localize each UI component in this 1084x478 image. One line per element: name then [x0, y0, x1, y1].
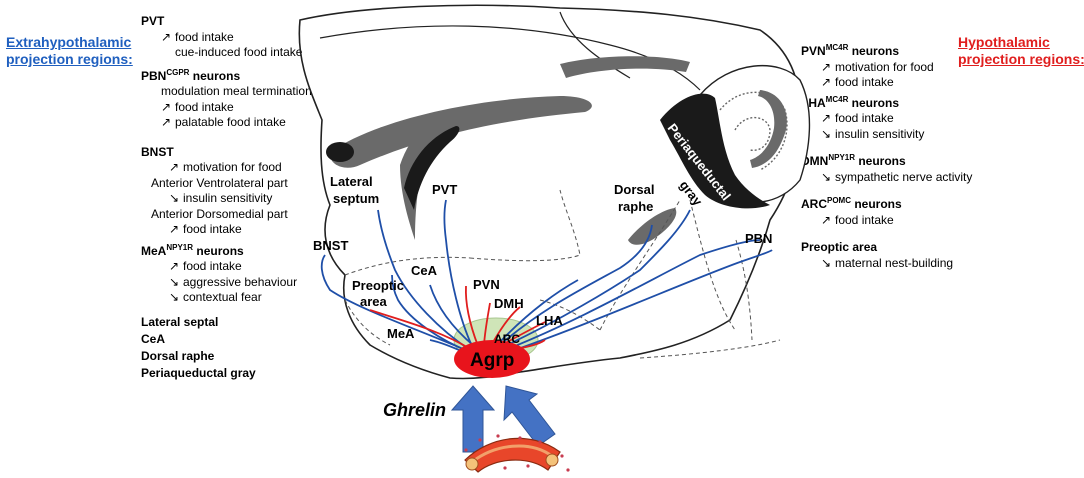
pbn-item-2: food intake — [175, 99, 234, 114]
extrahypothalamic-header-line1: Extrahypothalamic — [6, 34, 132, 50]
periaqueductal-band — [660, 93, 770, 209]
preoptic-title: Preoptic area — [801, 240, 878, 254]
pbn-label: PBN — [745, 231, 772, 246]
extrahypothalamic-header: Extrahypothalamic projection regions: — [6, 34, 133, 68]
agrp-label: Agrp — [470, 350, 514, 371]
bnst-label: BNST — [313, 238, 348, 253]
preoptic-block: Preoptic area ↘maternal nest-building — [801, 240, 972, 271]
increase-arrow-icon: ↗ — [169, 222, 180, 236]
ghrelin-particles — [464, 434, 570, 472]
red-blood-cell — [465, 457, 479, 471]
region-periaqueductal-gray: Periaqueductal gray — [141, 365, 256, 380]
red-blood-cell — [545, 453, 559, 467]
hypothalamic-header-line2: projection regions: — [958, 51, 1084, 67]
region-boundaries — [344, 189, 781, 359]
arc-block: ARCPOMC neurons ↗food intake — [801, 196, 902, 227]
pbn-item-1: modulation meal termination — [161, 84, 312, 98]
agrp-neuron-cluster — [454, 340, 530, 378]
pvt-title: PVT — [141, 14, 165, 28]
arc-label: ARC — [494, 332, 520, 346]
pbn-title: PBN — [141, 68, 167, 83]
dmn-block: DMNNPY1R neurons ↘sympathetic nerve acti… — [801, 153, 973, 184]
pvt-item-1: food intake — [175, 29, 234, 44]
pvn-block: PVNMC4R neurons ↗motivation for food ↗fo… — [801, 43, 934, 90]
increase-arrow-icon: ↗ — [821, 75, 832, 89]
pvt-item-2: cue-induced food intake — [175, 45, 303, 59]
lateral-septum-label-2: septum — [333, 191, 379, 206]
extrahypothalamic-header-line2: projection regions: — [6, 51, 133, 67]
preoptic-label-2: area — [360, 294, 388, 309]
hippocampus-band — [560, 56, 690, 78]
bnst-anterior-dorsomedial: Anterior Dorsomedial part — [151, 206, 288, 221]
decrease-arrow-icon: ↘ — [169, 274, 180, 289]
decrease-arrow-icon: ↘ — [169, 290, 180, 304]
increase-arrow-icon: ↗ — [161, 29, 172, 44]
decrease-arrow-icon: ↘ — [821, 126, 832, 141]
pvn-label: PVN — [473, 277, 500, 292]
lateral-septum-label-1: Lateral — [330, 174, 373, 189]
cerebellum-white-matter — [750, 90, 787, 168]
pvt-label: PVT — [432, 182, 457, 197]
pbn-item-3: palatable food intake — [175, 115, 286, 129]
hypothalamic-list: PVNMC4R neurons ↗motivation for food ↗fo… — [801, 44, 972, 271]
ghrelin-arrow-right-icon — [503, 385, 556, 447]
brain-outline — [298, 4, 801, 380]
bnst-anterior-ventrolateral: Anterior Ventrolateral part — [151, 175, 288, 190]
pbn-block: PBNCGPR neurons modulation meal terminat… — [141, 67, 312, 129]
lha-block: LHAMC4R neurons ↗food intake ↘insulin se… — [801, 94, 925, 141]
extrahypothalamic-list: PVT ↗food intake cue-induced food intake… — [141, 14, 312, 382]
dorsal-raphe-label-2: raphe — [618, 199, 653, 214]
cea-label: CeA — [411, 263, 438, 278]
decrease-arrow-icon: ↘ — [169, 191, 180, 205]
pvt-block: PVT ↗food intake cue-induced food intake — [141, 14, 312, 61]
bnst-title: BNST — [141, 144, 174, 159]
corpus-callosum — [329, 96, 592, 168]
dorsal-raphe-label-1: Dorsal — [614, 182, 654, 197]
increase-arrow-icon: ↗ — [821, 111, 832, 125]
increase-arrow-icon: ↗ — [161, 99, 172, 114]
decrease-arrow-icon: ↘ — [821, 255, 832, 270]
increase-arrow-icon: ↗ — [169, 160, 180, 174]
increase-arrow-icon: ↗ — [169, 259, 180, 273]
decrease-arrow-icon: ↘ — [821, 169, 832, 184]
cortex-fold — [559, 11, 631, 79]
dmn-title: DMN — [801, 154, 829, 168]
arc-title: ARC — [801, 197, 827, 211]
preoptic-label-1: Preoptic — [352, 278, 404, 293]
ghrelin-label: Ghrelin — [383, 400, 446, 420]
mea-label: MeA — [387, 326, 415, 341]
bnst-block: BNST ↗motivation for food Anterior Ventr… — [141, 145, 312, 238]
blue-projections — [320, 199, 773, 356]
lha-label: LHA — [536, 313, 563, 328]
pvn-title: PVN — [801, 44, 826, 58]
blood-vessel-lumen — [471, 444, 553, 464]
other-regions: Lateral septal CeA Dorsal raphe Periaque… — [141, 314, 312, 382]
region-cea: CeA — [141, 331, 166, 346]
increase-arrow-icon: ↗ — [821, 212, 832, 227]
ghrelin-arrow-left-icon — [450, 385, 496, 453]
dmh-label: DMH — [494, 296, 524, 311]
hypothalamic-header: Hypothalamic projection regions: — [958, 34, 1084, 68]
hypothalamic-header-line1: Hypothalamic — [958, 34, 1050, 50]
mea-title: MeA — [141, 243, 167, 258]
region-dorsal-raphe: Dorsal raphe — [141, 348, 215, 363]
mea-block: MeANPY1R neurons ↗food intake ↘aggressiv… — [141, 242, 298, 304]
region-lateral-septal: Lateral septal — [141, 314, 219, 329]
anterior-commissure — [326, 142, 354, 162]
increase-arrow-icon: ↗ — [821, 59, 832, 74]
increase-arrow-icon: ↗ — [161, 115, 172, 129]
thalamic-tract — [404, 126, 460, 210]
